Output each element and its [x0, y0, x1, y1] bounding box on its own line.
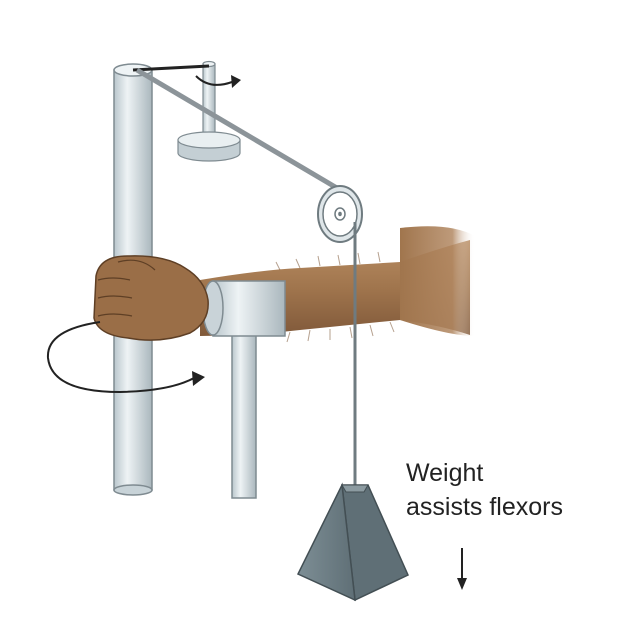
pulley — [317, 185, 363, 243]
fist — [93, 255, 209, 341]
weight-label-line1: Weight — [406, 459, 484, 487]
spindle-with-disc — [177, 60, 241, 162]
weight-label-line2: assists flexors — [406, 493, 563, 521]
support-stand — [231, 329, 257, 499]
arm-cuff — [202, 280, 286, 337]
weight-block — [296, 482, 409, 602]
pulley-string — [135, 67, 344, 194]
rod-rotation-arrow-icon — [46, 321, 205, 394]
spindle-rotation-arrow-icon — [195, 75, 241, 88]
down-arrow-icon — [457, 548, 467, 590]
spindle-string — [132, 64, 210, 72]
